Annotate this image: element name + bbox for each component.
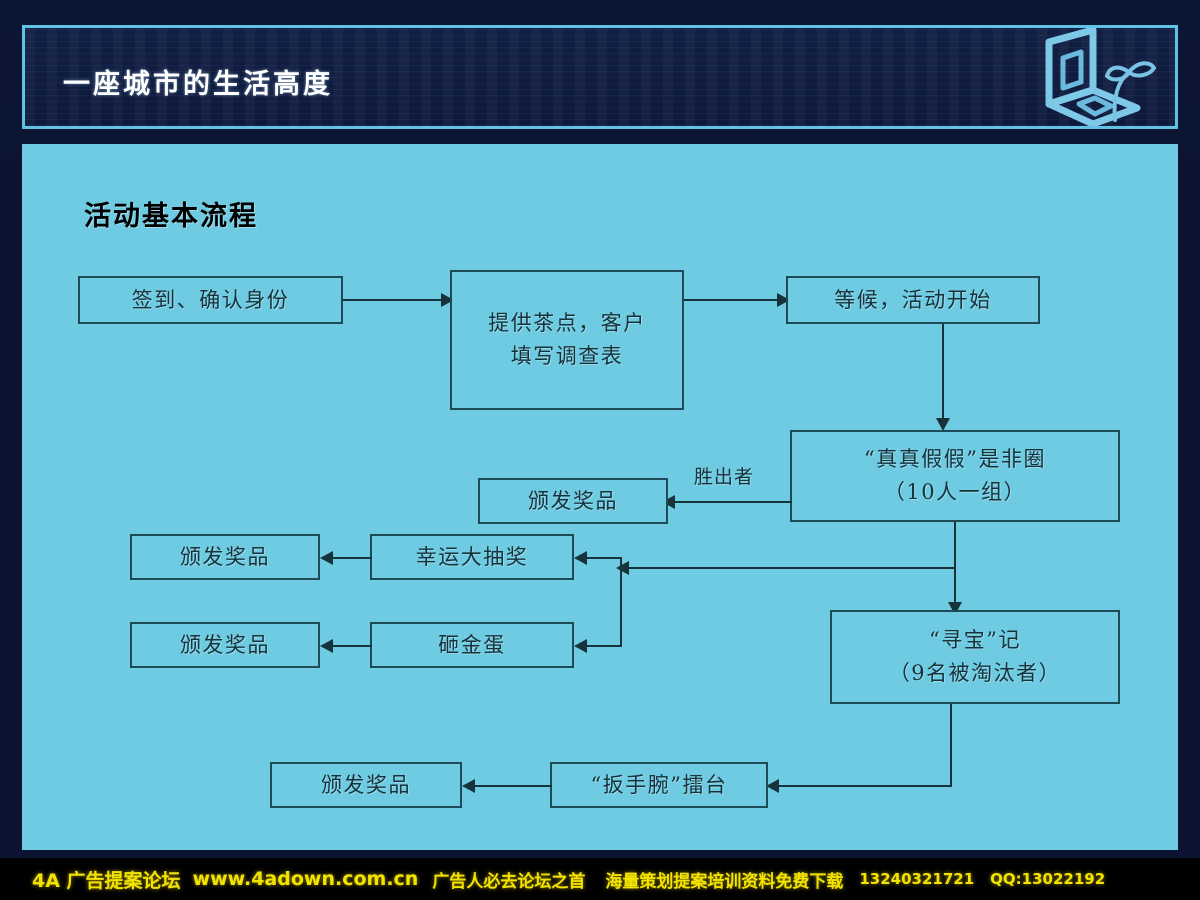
connector-wait-to-truefalse (942, 324, 944, 424)
flow-node-prize-lottery[interactable]: 颁发奖品 (130, 534, 320, 580)
flow-node-treasure[interactable]: “寻宝”记 （9名被淘汰者） (830, 610, 1120, 704)
arrowhead-treasure-to-armwrestle (766, 779, 779, 793)
arrowhead-wait-to-truefalse (936, 418, 950, 431)
footer-brand: 4A 广告提案论坛 (32, 869, 181, 892)
arrowhead-goldegg-to-prize (320, 639, 333, 653)
content-panel: 活动基本流程 签到、确认身份 提供茶点，客户 填写调查表 等候，活动开始 “真真… (22, 144, 1178, 850)
connector-truefalse-branch-down (954, 522, 956, 568)
footer-tagline: 广告人必去论坛之首 (432, 871, 586, 892)
connector-split-to-goldegg (582, 645, 622, 647)
arrowhead-split-to-goldegg (574, 639, 587, 653)
flow-node-signin[interactable]: 签到、确认身份 (78, 276, 343, 324)
connector-tea-to-wait (684, 299, 779, 301)
connector-split-vertical (620, 557, 622, 647)
flow-node-goldegg[interactable]: 砸金蛋 (370, 622, 574, 668)
connector-armwrestle-to-prize (470, 785, 552, 787)
footer-promo: 海量策划提案培训资料免费下载 (605, 871, 844, 892)
arrowhead-split-to-lottery (574, 551, 587, 565)
connector-treasure-down (950, 704, 952, 787)
flow-node-prize-arm[interactable]: 颁发奖品 (270, 762, 462, 808)
flow-node-prize-win[interactable]: 颁发奖品 (478, 478, 668, 524)
footer-qq: QQ:13022192 (990, 870, 1106, 888)
flow-node-lottery[interactable]: 幸运大抽奖 (370, 534, 574, 580)
section-title: 活动基本流程 (84, 201, 258, 232)
connector-treasure-to-armwrestle (774, 785, 952, 787)
flow-node-truefalse[interactable]: “真真假假”是非圈 （10人一组） (790, 430, 1120, 522)
footer-phone: 13240321721 (859, 870, 975, 888)
slide-header: 一座城市的生活高度 (22, 25, 1178, 129)
connector-split-to-lottery (582, 557, 622, 559)
connector-signin-to-tea (343, 299, 443, 301)
flow-node-armwrestle[interactable]: “扳手腕”擂台 (550, 762, 768, 808)
footer-banner: 4A 广告提案论坛 www.4adown.com.cn 广告人必去论坛之首 海量… (0, 858, 1200, 900)
connector-branch-to-treasure (954, 567, 956, 612)
edge-label-winner: 胜出者 (694, 466, 755, 488)
footer-url[interactable]: www.4adown.com.cn (192, 868, 419, 890)
building-leaf-logo (1045, 28, 1157, 126)
arrowhead-armwrestle-to-prize (462, 779, 475, 793)
page-title: 一座城市的生活高度 (63, 69, 333, 100)
flow-node-prize-goldegg[interactable]: 颁发奖品 (130, 622, 320, 668)
flow-node-wait[interactable]: 等候，活动开始 (786, 276, 1040, 324)
connector-lottery-to-prize (328, 557, 372, 559)
connector-goldegg-to-prize (328, 645, 372, 647)
arrowhead-branch-to-split (616, 561, 629, 575)
connector-truefalse-to-prize-win (668, 501, 792, 503)
flow-node-tea[interactable]: 提供茶点，客户 填写调查表 (450, 270, 684, 410)
connector-branch-to-split (622, 567, 955, 569)
arrowhead-lottery-to-prize (320, 551, 333, 565)
